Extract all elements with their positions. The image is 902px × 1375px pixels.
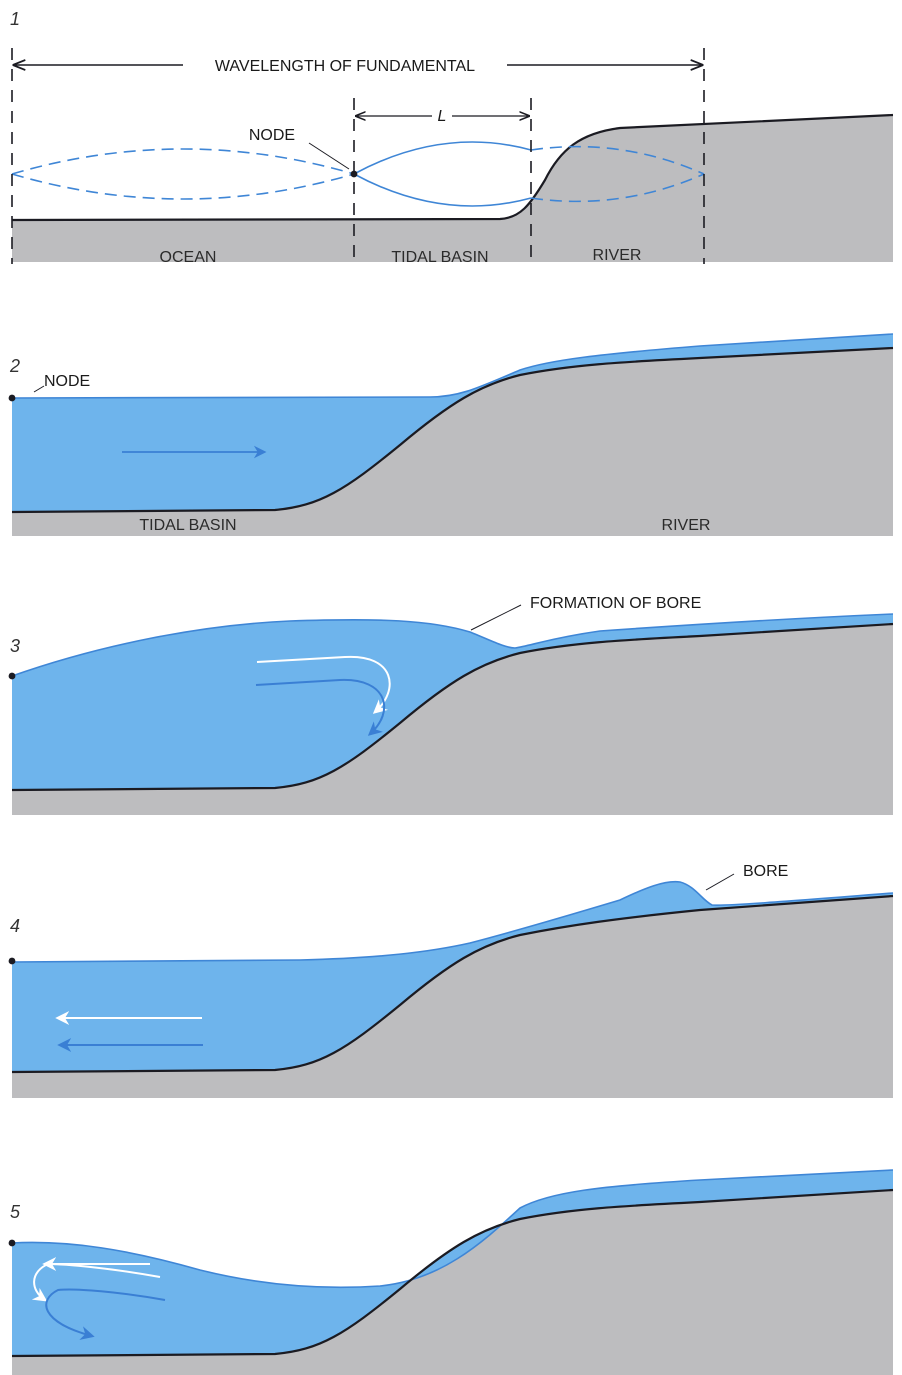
panel-1: 1 WAVELENGTH OF FUNDAMENTAL L <box>10 9 893 266</box>
wave-ocean-upper <box>12 149 354 174</box>
panel-4: 4 BORE <box>9 863 893 1098</box>
panel-4-number: 4 <box>10 916 20 936</box>
panel-5: 5 <box>9 1170 893 1375</box>
wave-ocean-lower <box>12 174 354 199</box>
wave-basin-lower <box>354 174 531 206</box>
panel-3-node-dot <box>9 673 16 680</box>
panel-2-node-dot <box>9 395 16 402</box>
length-label: L <box>438 108 447 125</box>
panel-2-tidal-basin-label: TIDAL BASIN <box>139 517 236 534</box>
region-river-label: RIVER <box>593 247 642 264</box>
panel-1-number: 1 <box>10 9 20 29</box>
panel-1-node-dot <box>351 171 358 178</box>
wavelength-label: WAVELENGTH OF FUNDAMENTAL <box>215 58 475 75</box>
region-tidal-basin-label: TIDAL BASIN <box>391 249 488 266</box>
panel-3-number: 3 <box>10 636 20 656</box>
panel-4-node-dot <box>9 958 16 965</box>
region-ocean-label: OCEAN <box>160 249 217 266</box>
bore-label: BORE <box>743 863 788 880</box>
panel-2: 2 NODE TIDAL BASIN RIVER <box>9 334 893 536</box>
panel-2-river-label: RIVER <box>662 517 711 534</box>
formation-of-bore-label: FORMATION OF BORE <box>530 595 701 612</box>
panel-3: 3 FORMATION OF BORE <box>9 595 893 815</box>
panel-2-node-leader <box>34 386 44 392</box>
panel-5-number: 5 <box>10 1202 21 1222</box>
panel-2-number: 2 <box>9 356 20 376</box>
panel-1-node-leader <box>309 143 349 169</box>
panel-1-ground <box>12 115 893 262</box>
panel-5-node-dot <box>9 1240 16 1247</box>
panel-1-node-label: NODE <box>249 127 295 144</box>
formation-of-bore-leader <box>471 605 521 630</box>
bore-leader <box>706 874 734 890</box>
panel-2-node-label: NODE <box>44 373 90 390</box>
wave-basin-upper <box>354 142 531 174</box>
